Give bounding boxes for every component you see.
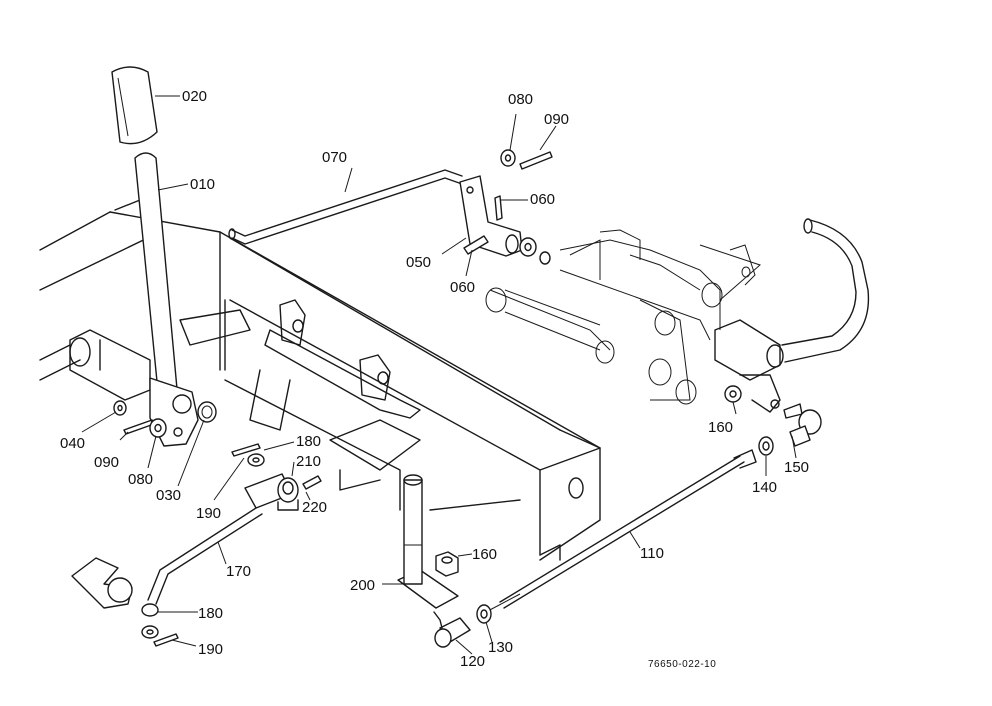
callout-050: 050 bbox=[406, 254, 431, 271]
washer-080b bbox=[149, 418, 167, 438]
callout-210: 210 bbox=[296, 453, 321, 470]
rodend-120 bbox=[433, 611, 471, 648]
callout-060-bottom: 060 bbox=[450, 279, 475, 296]
link-210 bbox=[244, 473, 299, 511]
callout-080-left: 080 bbox=[128, 471, 153, 488]
callout-180-bottom: 180 bbox=[198, 605, 223, 622]
callout-020: 020 bbox=[182, 88, 207, 105]
nut-160b bbox=[724, 385, 742, 403]
callout-160-right: 160 bbox=[708, 419, 733, 436]
nut-130 bbox=[476, 604, 492, 624]
callout-200: 200 bbox=[350, 577, 375, 594]
callout-090-top: 090 bbox=[544, 111, 569, 128]
pivot-bracket bbox=[264, 299, 421, 419]
lower-pedal-bracket bbox=[71, 557, 133, 609]
callout-labels: 020 010 070 080 090 060 050 060 040 090 … bbox=[60, 88, 809, 670]
nut-140 bbox=[758, 436, 774, 456]
washer-180a bbox=[247, 453, 265, 467]
callout-160-center: 160 bbox=[472, 546, 497, 563]
washers-050 bbox=[519, 237, 551, 265]
callout-090-left: 090 bbox=[94, 454, 119, 471]
callout-220: 220 bbox=[302, 499, 327, 516]
snapring-030 bbox=[197, 401, 217, 423]
arm-050 bbox=[459, 175, 523, 257]
main-frame bbox=[39, 199, 601, 561]
callout-180-top: 180 bbox=[296, 433, 321, 450]
left-shaft bbox=[69, 329, 151, 401]
pin-190a bbox=[231, 443, 261, 457]
callout-080-top: 080 bbox=[508, 91, 533, 108]
pin-220 bbox=[302, 475, 322, 490]
washer-080a bbox=[500, 149, 516, 167]
callout-170: 170 bbox=[226, 563, 251, 580]
callout-120: 120 bbox=[460, 653, 485, 670]
callout-190-top: 190 bbox=[196, 505, 221, 522]
callout-070: 070 bbox=[322, 149, 347, 166]
background-mechanism bbox=[485, 229, 761, 405]
rod-110 bbox=[485, 449, 757, 613]
nut-040 bbox=[113, 400, 127, 416]
pin-090a bbox=[519, 151, 553, 170]
rod-170 bbox=[147, 507, 263, 605]
rod-070 bbox=[228, 169, 463, 245]
callout-060-top: 060 bbox=[530, 191, 555, 208]
lever-010 bbox=[134, 152, 199, 447]
bracket-200 bbox=[397, 474, 459, 609]
pin-060b bbox=[463, 235, 489, 255]
callout-130: 130 bbox=[488, 639, 513, 656]
callout-010: 010 bbox=[190, 176, 215, 193]
grip-020 bbox=[111, 66, 158, 145]
callout-030: 030 bbox=[156, 487, 181, 504]
callout-110: 110 bbox=[640, 545, 664, 562]
callout-150: 150 bbox=[784, 459, 809, 476]
pin-190b bbox=[153, 633, 179, 647]
balljoint-150 bbox=[783, 403, 822, 447]
callout-190-bottom: 190 bbox=[198, 641, 223, 658]
pedal-tube-right bbox=[714, 218, 870, 413]
callout-140: 140 bbox=[752, 479, 777, 496]
callout-040: 040 bbox=[60, 435, 85, 452]
nut-160a bbox=[435, 551, 459, 577]
pin-060a bbox=[494, 195, 503, 221]
reference-code: 76650-022-10 bbox=[648, 659, 716, 670]
leader-lines bbox=[81, 95, 797, 655]
washer-180b bbox=[141, 603, 159, 639]
